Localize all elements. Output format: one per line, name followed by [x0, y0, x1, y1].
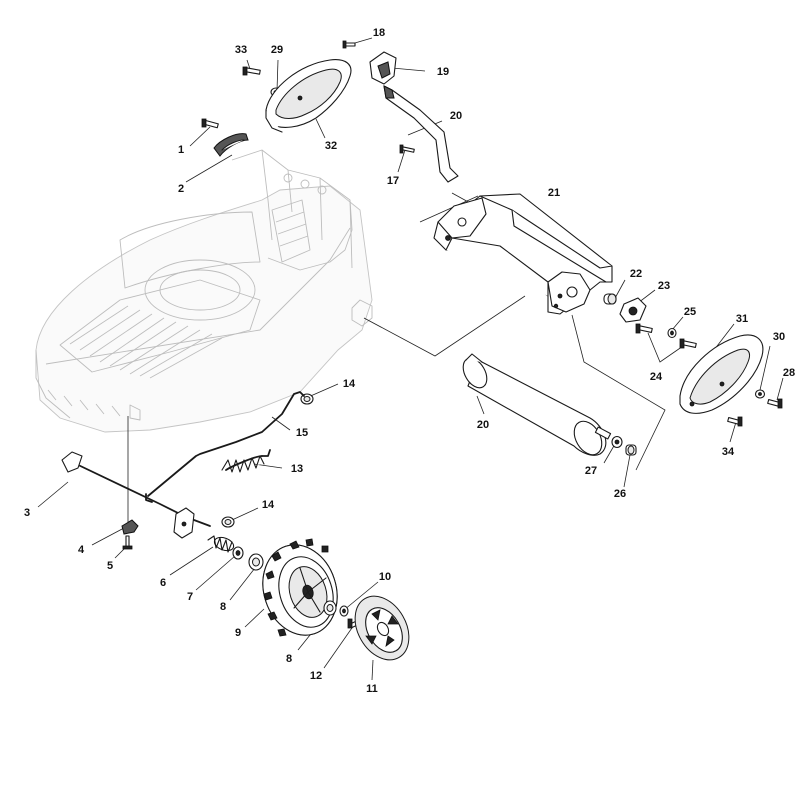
callout-34: 34: [722, 446, 735, 458]
callout-32: 32: [325, 140, 337, 152]
part-13-spring: [221, 449, 271, 473]
part-23-bushing: [603, 293, 617, 305]
part-8-wheel-bushing-rear: [248, 553, 264, 571]
part-34-screw: [727, 416, 743, 427]
callout-9: 9: [235, 627, 241, 639]
part-19-handle-bracket: [369, 51, 397, 85]
callout-labels: 33 29 18 19 20 1 32 17 2 21 22 23 25 31 …: [24, 27, 795, 695]
callout-23: 22: [630, 268, 642, 280]
callout-1: 1: [178, 144, 184, 156]
part-20-lever: [383, 85, 459, 183]
part-1-screw: [201, 118, 219, 129]
part-15-control-rod: [145, 391, 305, 503]
callout-17: 17: [387, 175, 399, 187]
part-14-clip-lower: [221, 516, 235, 528]
callout-31: 31: [736, 313, 748, 325]
callout-7: 7: [187, 591, 193, 603]
part-18-screw: [342, 40, 356, 49]
callout-3: 3: [24, 507, 30, 519]
part-8-wheel-bushing-front: [323, 600, 337, 616]
part-21-roller-frame: [433, 193, 613, 315]
part-31-side-cover: [679, 334, 764, 414]
leader-lines: [37, 37, 784, 681]
part-10-washer: [339, 605, 349, 617]
part-4-clip: [121, 519, 139, 535]
part-30-washer-right: [754, 389, 766, 399]
callout-14-lower: 14: [262, 499, 275, 511]
part-7-nut: [232, 546, 244, 560]
part-25-screw-b: [679, 338, 697, 349]
callout-27: 26: [614, 488, 626, 500]
part-12-hub-cap: [354, 595, 410, 661]
part-6-spring: [207, 535, 235, 553]
callout-13: 13: [291, 463, 303, 475]
callout-18: 18: [373, 27, 385, 39]
callout-11: 12: [310, 670, 322, 682]
part-17-screw: [399, 144, 415, 154]
callout-6: 6: [160, 577, 166, 589]
part-22-roller: [462, 353, 612, 456]
callout-8-rear: 8: [220, 601, 226, 613]
part-28-washer: [611, 435, 623, 449]
callout-10: 10: [379, 571, 391, 583]
callout-20: 20: [450, 110, 462, 122]
part-25-screw-a: [635, 323, 653, 334]
callout-21: 21: [548, 187, 560, 199]
part-9-wheel: [262, 538, 338, 637]
callout-25: 24: [650, 371, 663, 383]
callout-12: 11: [366, 683, 378, 695]
callout-28: 27: [585, 465, 597, 477]
callout-30-top: 29: [271, 44, 283, 56]
callout-30-right: 30: [773, 331, 785, 343]
callout-19: 19: [437, 66, 449, 78]
callout-5: 5: [107, 560, 113, 572]
callout-8-front: 8: [286, 653, 292, 665]
part-2-clip: [213, 133, 249, 157]
mower-deck-outline: [35, 149, 373, 433]
part-27-bushing: [625, 444, 637, 456]
callout-26: 25: [684, 306, 696, 318]
part-32-side-cover: [265, 59, 352, 133]
callout-14-upper: 14: [343, 378, 356, 390]
part-3-axle: [61, 451, 211, 539]
callout-24: 23: [658, 280, 670, 292]
part-33-screw: [242, 66, 261, 76]
callout-2: 2: [178, 183, 184, 195]
part-24-bearing-plate: [619, 297, 647, 323]
callout-15: 15: [296, 427, 308, 439]
callout-33: 33: [235, 44, 247, 56]
part-26-washer: [667, 327, 677, 339]
callout-22: 20: [477, 419, 489, 431]
callout-4: 4: [78, 544, 85, 556]
part-29-screw: [767, 398, 783, 409]
part-5-screw: [122, 535, 133, 550]
callout-29: 28: [783, 367, 795, 379]
